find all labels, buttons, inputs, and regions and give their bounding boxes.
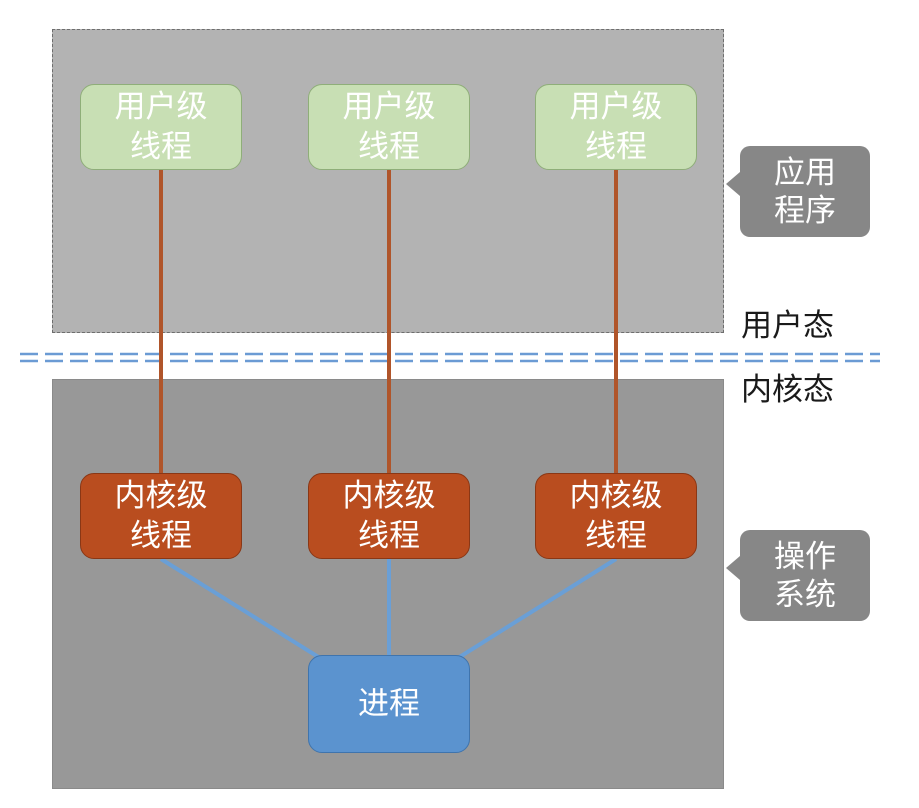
user-level-thread-3: 用户级 线程 bbox=[535, 84, 697, 170]
kernel-level-thread-3: 内核级 线程 bbox=[535, 473, 697, 559]
user-level-thread-1: 用户级 线程 bbox=[80, 84, 242, 170]
user-level-thread-2: 用户级 线程 bbox=[308, 84, 470, 170]
process-link-3 bbox=[456, 557, 618, 660]
kernel-level-thread-1: 内核级 线程 bbox=[80, 473, 242, 559]
process-box: 进程 bbox=[308, 655, 470, 753]
user-mode-label: 用户态 bbox=[741, 308, 834, 344]
operating-system-callout: 操作 系统 bbox=[726, 530, 870, 621]
process-link-1 bbox=[159, 557, 322, 660]
kernel-mode-label: 内核态 bbox=[741, 372, 834, 408]
application-callout: 应用 程序 bbox=[726, 146, 870, 237]
kernel-level-thread-2: 内核级 线程 bbox=[308, 473, 470, 559]
